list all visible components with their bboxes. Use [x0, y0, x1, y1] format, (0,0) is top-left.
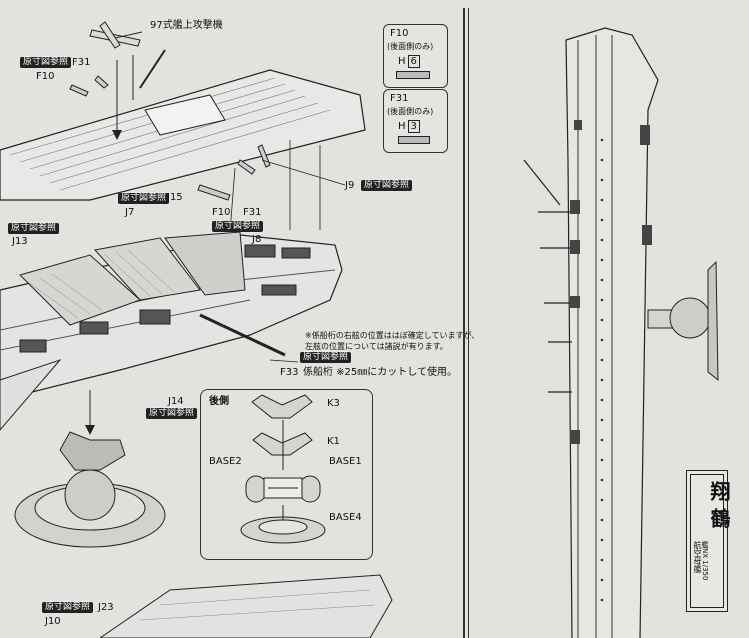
stand-title: 後側: [209, 396, 229, 407]
part-label-f33: F33: [280, 367, 299, 378]
part-icon: [396, 71, 430, 79]
ref-badge: 原寸図参照: [300, 352, 352, 363]
part-label-f10: F10: [212, 207, 231, 218]
part-label-f10: F10: [36, 71, 55, 82]
stand-inset: 後側 K3 K1 BASE2 BASE1 BASE4: [200, 389, 373, 560]
frame-line-left: [468, 8, 469, 638]
nameplate-frame: [690, 474, 724, 608]
callout-subtitle: (後面側のみ): [387, 42, 434, 51]
plane-label: 97式艦上攻撃機: [150, 20, 223, 31]
ship-name: 翔 鶴: [707, 481, 731, 528]
nameplate: 翔 鶴 航空母艦 艦NX 1/350: [686, 470, 731, 612]
ref-badge: 原寸図参照: [146, 408, 198, 419]
part-label-j23: J23: [98, 602, 114, 613]
f33-description: 係船桁 ※25㎜にカットして使用。: [303, 367, 457, 378]
scale-value: 1/350: [701, 560, 709, 581]
ref-badge: 原寸図参照: [42, 602, 94, 613]
part-label-j10: J10: [45, 616, 61, 627]
plane-icon: [89, 21, 143, 49]
ref-badge: 原寸図参照: [8, 223, 60, 234]
ref-badge: 原寸図参照: [212, 221, 264, 232]
scale-prefix: 艦NX: [701, 541, 709, 559]
part-label-f31: F31: [243, 207, 262, 218]
scale-label: 艦NX 1/350: [701, 541, 709, 581]
ref-badge: 原寸図参照: [361, 180, 413, 191]
part-letter: H: [398, 56, 406, 67]
part-label-j7: J7: [125, 207, 135, 218]
panel-divider: [463, 8, 465, 638]
part-label-base2: BASE2: [209, 456, 242, 467]
part-label-base4: BASE4: [329, 512, 362, 523]
part-icon: [398, 136, 430, 144]
part-label-k1: K1: [327, 436, 340, 447]
part-label-j8: J8: [252, 234, 262, 245]
part-number: 3: [407, 120, 420, 133]
note-line-1: ※係船桁の右舷の位置ははぼ確定していますが、: [305, 331, 480, 340]
part-label-j13: J13: [12, 236, 28, 247]
part-label-j15: J15: [167, 192, 183, 203]
part-label-f31: F31: [72, 57, 91, 68]
part-label-j9: J9: [345, 180, 355, 191]
ref-badge: 原寸図参照: [118, 193, 170, 204]
callout-title: F10: [390, 28, 409, 39]
note-line-2: 左舷の位置については諸説が有ります。: [305, 342, 448, 351]
callout-subtitle: (後面側のみ): [387, 107, 434, 116]
ship-type: 航空母艦: [693, 541, 702, 573]
ref-badge: 原寸図参照: [20, 57, 72, 68]
part-label-j14: J14: [168, 396, 184, 407]
part-label-base1: BASE1: [329, 456, 362, 467]
part-number: 6: [407, 55, 420, 68]
part-letter: H: [398, 121, 406, 132]
part-label-k3: K3: [327, 398, 340, 409]
callout-title: F31: [390, 93, 409, 104]
